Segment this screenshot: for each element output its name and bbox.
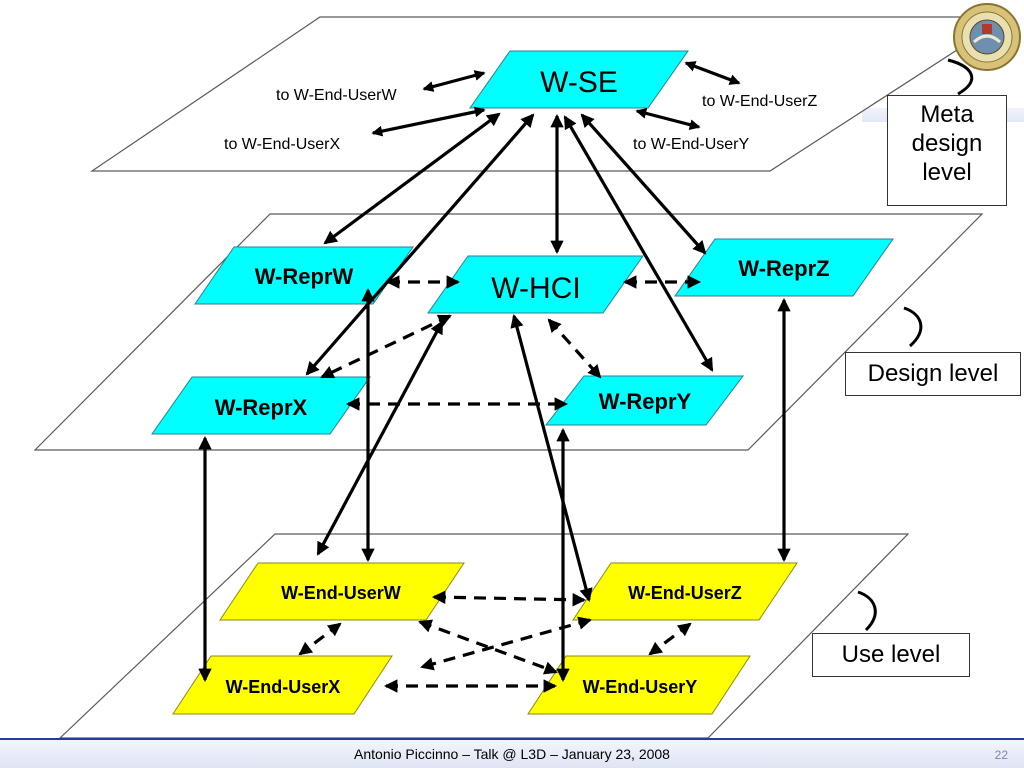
label-to-end-user-x: to W-End-UserX — [224, 136, 341, 153]
node-w-end-user-w[interactable]: W-End-UserW — [219, 562, 465, 621]
node-w-repr-y[interactable]: W-ReprY — [544, 375, 745, 426]
node-w-end-user-z[interactable]: W-End-UserZ — [572, 562, 798, 621]
footer-bar — [0, 738, 1024, 768]
curl-pointer-meta — [947, 58, 974, 96]
link-wse-to-z — [684, 61, 741, 85]
arrow-whci-endz — [510, 314, 593, 602]
svg-text:W-ReprW: W-ReprW — [255, 264, 354, 289]
university-seal-logo — [953, 3, 1021, 71]
node-w-se[interactable]: W-SE — [469, 50, 689, 109]
svg-text:W-ReprX: W-ReprX — [215, 395, 308, 420]
meta-design-level-box: Meta design level — [887, 95, 1007, 206]
svg-text:W-End-UserW: W-End-UserW — [281, 583, 401, 603]
use-dashed-connectors — [298, 590, 692, 693]
svg-text:W-SE: W-SE — [540, 66, 618, 99]
node-w-repr-x[interactable]: W-ReprX — [151, 376, 371, 435]
use-level-box: Use level — [812, 633, 970, 677]
arrow-whci-endw — [316, 320, 444, 556]
arrow-wse-repry — [563, 115, 714, 372]
svg-text:W-End-UserY: W-End-UserY — [583, 677, 698, 697]
curl-pointer-use — [857, 590, 877, 632]
svg-text:W-ReprY: W-ReprY — [599, 389, 692, 414]
curl-pointer-design — [903, 306, 923, 348]
svg-text:W-End-UserZ: W-End-UserZ — [628, 583, 742, 603]
design-level-box: Design level — [845, 352, 1021, 396]
dash-endz-endx — [420, 616, 592, 671]
dash-endw-endz — [431, 590, 587, 607]
link-wse-to-w — [422, 70, 486, 92]
label-to-end-user-z: to W-End-UserZ — [702, 93, 818, 110]
dash-endw-endx — [298, 622, 342, 656]
three-level-diagram: W-SE W-HCI W-ReprW W-ReprZ W-ReprX W-Rep… — [33, 16, 1011, 738]
page-number: 22 — [994, 748, 1008, 762]
node-w-end-user-x[interactable]: W-End-UserX — [172, 655, 393, 715]
svg-text:W-HCI: W-HCI — [491, 272, 580, 305]
dash-endz-endy — [648, 622, 692, 656]
svg-text:W-ReprZ: W-ReprZ — [738, 256, 829, 281]
node-w-end-user-y[interactable]: W-End-UserY — [527, 655, 751, 715]
svg-text:W-End-UserX: W-End-UserX — [226, 677, 341, 697]
footer-text: Antonio Piccinno – Talk @ L3D – January … — [354, 746, 670, 762]
label-to-end-user-y: to W-End-UserY — [633, 136, 750, 153]
label-to-end-user-w: to W-End-UserW — [276, 87, 397, 104]
